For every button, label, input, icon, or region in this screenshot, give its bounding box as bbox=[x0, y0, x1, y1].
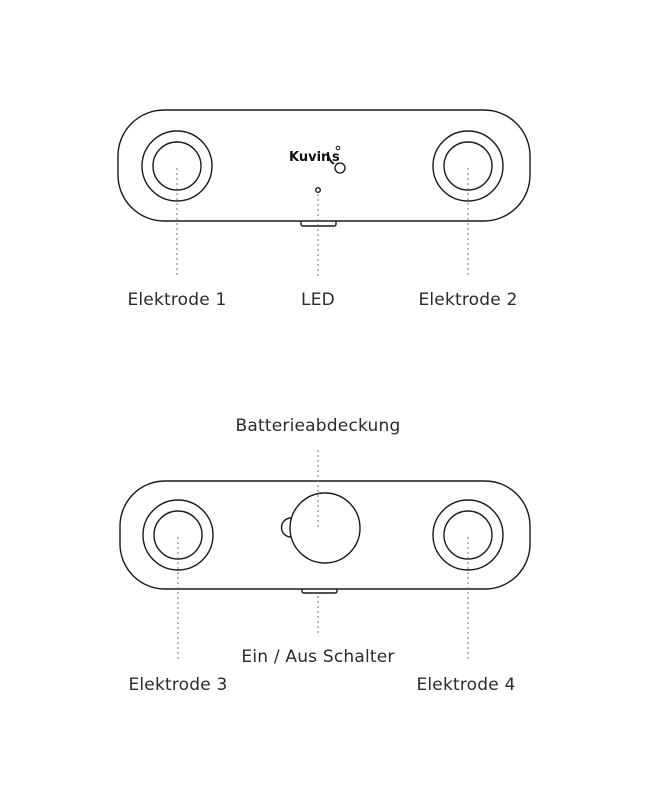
label-electrode-4: Elektrode 4 bbox=[416, 675, 516, 695]
electrode-4-inner bbox=[443, 510, 493, 560]
label-power-switch: Ein / Aus Schalter bbox=[241, 647, 395, 667]
power-switch bbox=[301, 589, 338, 594]
device-body-front bbox=[117, 109, 531, 222]
device-body-back bbox=[119, 480, 531, 590]
electrode-3-inner bbox=[153, 510, 203, 560]
electrode-2-inner bbox=[443, 141, 493, 191]
electrode-2-outer bbox=[432, 130, 504, 202]
electrode-4-outer bbox=[432, 499, 504, 571]
label-electrode-2: Elektrode 2 bbox=[418, 290, 518, 310]
electrode-1-outer bbox=[141, 130, 213, 202]
label-electrode-3: Elektrode 3 bbox=[128, 675, 228, 695]
electrode-3-outer bbox=[142, 499, 214, 571]
device-front-view: Kuvin s bbox=[117, 109, 531, 276]
battery-cover bbox=[289, 492, 361, 564]
device-back-view bbox=[119, 450, 531, 662]
battery-cover-notch bbox=[280, 517, 292, 538]
label-battery-cover: Batterieabdeckung bbox=[235, 416, 401, 436]
label-electrode-1: Elektrode 1 bbox=[127, 290, 227, 310]
svg-text:Kuvin: Kuvin bbox=[289, 150, 330, 165]
electrode-1-inner bbox=[152, 141, 202, 191]
kuvings-logo: Kuvin s bbox=[289, 145, 346, 174]
led-indicator bbox=[315, 186, 322, 193]
svg-text:s: s bbox=[332, 150, 340, 165]
label-led: LED bbox=[301, 290, 335, 310]
